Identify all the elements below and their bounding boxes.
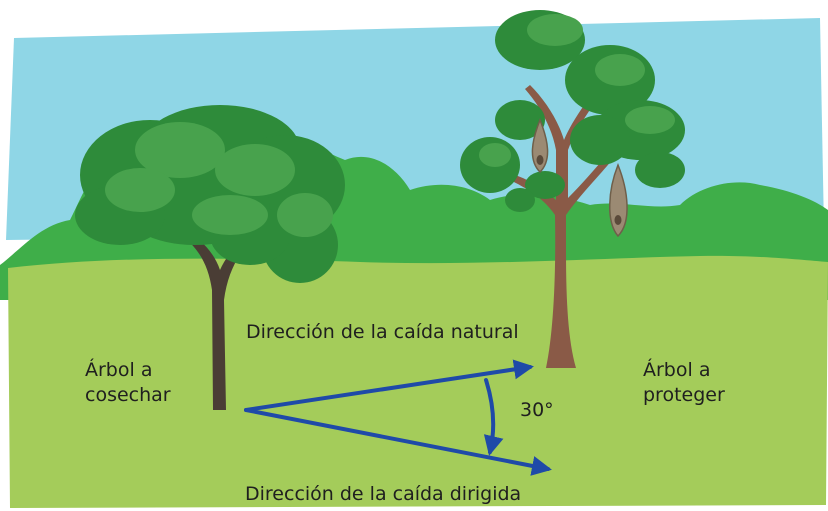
protect-tree-label: Árbol a proteger xyxy=(643,358,725,408)
harvest-tree-label: Árbol a cosechar xyxy=(85,358,171,408)
angle-arc-arrow xyxy=(483,378,504,456)
nest-icon xyxy=(531,117,549,174)
harvest-tree xyxy=(75,105,345,410)
directed-direction-label: Dirección de la caída dirigida xyxy=(245,483,522,505)
harvest-tree-label-line2: cosechar xyxy=(85,384,171,406)
protect-tree xyxy=(460,10,685,368)
nest-icon xyxy=(609,162,628,238)
protect-tree-label-line1: Árbol a xyxy=(643,359,711,381)
fall-direction-arrows xyxy=(244,359,552,476)
angle-label: 30° xyxy=(520,399,554,421)
natural-direction-label: Dirección de la caída natural xyxy=(246,321,519,343)
harvest-tree-label-line1: Árbol a xyxy=(85,359,153,381)
natural-fall-arrow xyxy=(244,359,534,412)
protect-tree-label-line2: proteger xyxy=(643,384,725,406)
directed-fall-arrow xyxy=(244,408,552,476)
